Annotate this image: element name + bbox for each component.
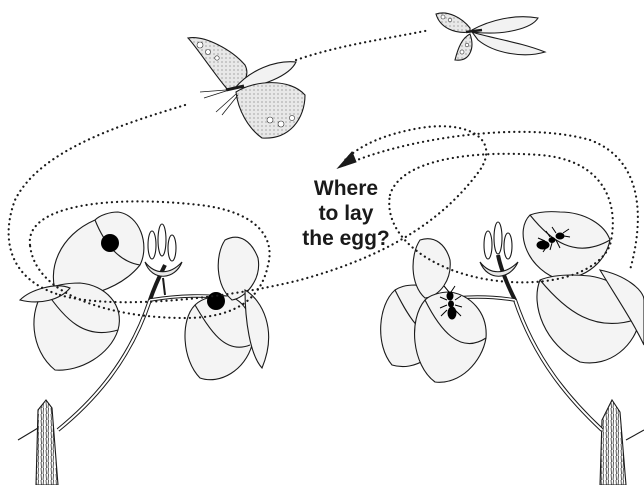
right-plant [381,212,644,485]
arrowhead-icon [338,152,356,168]
left-plant [18,212,269,485]
butterfly-right [436,13,545,60]
question-line-1: Where [286,176,406,201]
right-flower-buds [480,222,518,276]
right-trunk [600,400,626,485]
question-label: Where to lay the egg? [286,176,406,251]
left-leaf-curl [245,290,269,368]
left-flower-buds [145,224,182,295]
question-line-3: the egg? [286,226,406,251]
right-leaf-upright [413,239,450,298]
left-trunk [36,400,58,485]
egg-marker [101,234,119,252]
question-line-2: to lay [286,201,406,226]
butterfly-left [188,38,305,139]
